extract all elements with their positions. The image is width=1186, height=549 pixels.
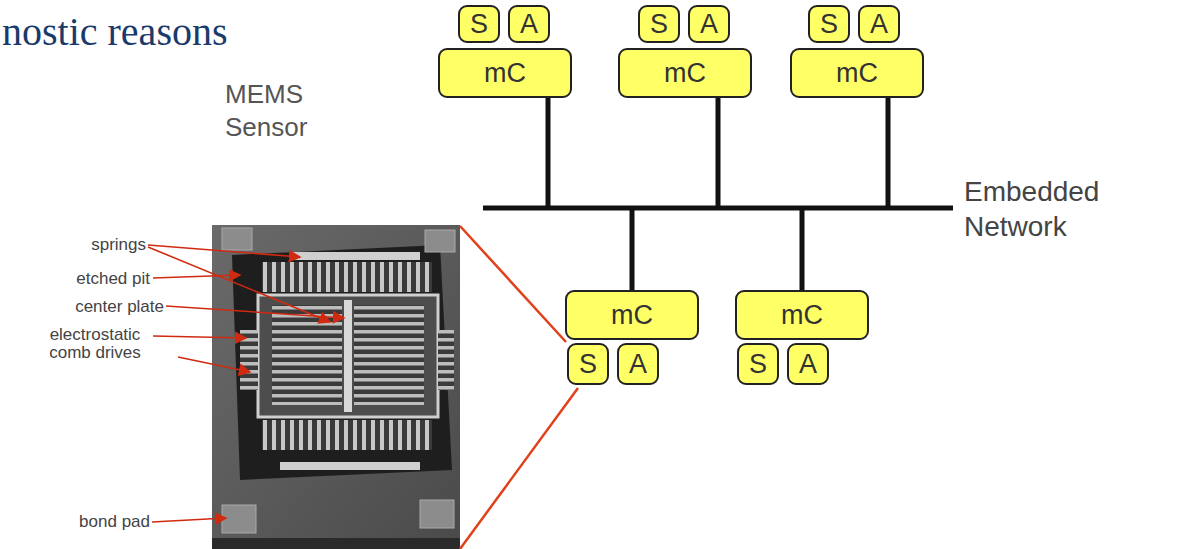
sensor-actuator-box: S	[808, 5, 850, 43]
node-text: mC	[484, 60, 526, 87]
microcontroller-box: mC	[618, 48, 752, 98]
leader-lines	[148, 245, 344, 522]
microcontroller-box: mC	[735, 290, 869, 340]
node-text: S	[470, 11, 488, 38]
sensor-actuator-box: A	[617, 343, 659, 385]
node-text: mC	[836, 60, 878, 87]
mems-photo	[212, 225, 460, 549]
microcontroller-box: mC	[565, 290, 699, 340]
zoom-lines	[460, 226, 578, 549]
node-text: A	[520, 11, 538, 38]
sensor-actuator-box: S	[638, 5, 680, 43]
node-text: A	[799, 351, 817, 378]
node-text: S	[650, 11, 668, 38]
node-text: A	[870, 11, 888, 38]
sensor-actuator-box: A	[688, 5, 730, 43]
part-label: electrostatic comb drives	[40, 326, 150, 362]
sensor-label: MEMS Sensor	[225, 78, 325, 143]
sensor-actuator-box: A	[508, 5, 550, 43]
sensor-actuator-box: S	[737, 343, 779, 385]
sensor-actuator-box: A	[858, 5, 900, 43]
part-label: center plate	[20, 297, 164, 317]
network-bus	[483, 98, 953, 290]
node-text: S	[579, 351, 597, 378]
part-label: etched pit	[40, 269, 150, 289]
sensor-actuator-box: S	[458, 5, 500, 43]
part-label: springs	[40, 235, 146, 255]
sensor-actuator-box: A	[787, 343, 829, 385]
node-text: mC	[611, 302, 653, 329]
node-text: mC	[781, 302, 823, 329]
microcontroller-box: mC	[438, 48, 572, 98]
sensor-actuator-box: S	[567, 343, 609, 385]
node-text: S	[820, 11, 838, 38]
node-text: A	[700, 11, 718, 38]
microcontroller-box: mC	[790, 48, 924, 98]
node-text: mC	[664, 60, 706, 87]
slide-title: nostic reasons	[2, 8, 228, 55]
node-text: A	[629, 351, 647, 378]
network-label: Embedded Network	[964, 174, 1184, 244]
node-text: S	[749, 351, 767, 378]
part-label: bond pad	[40, 512, 150, 532]
